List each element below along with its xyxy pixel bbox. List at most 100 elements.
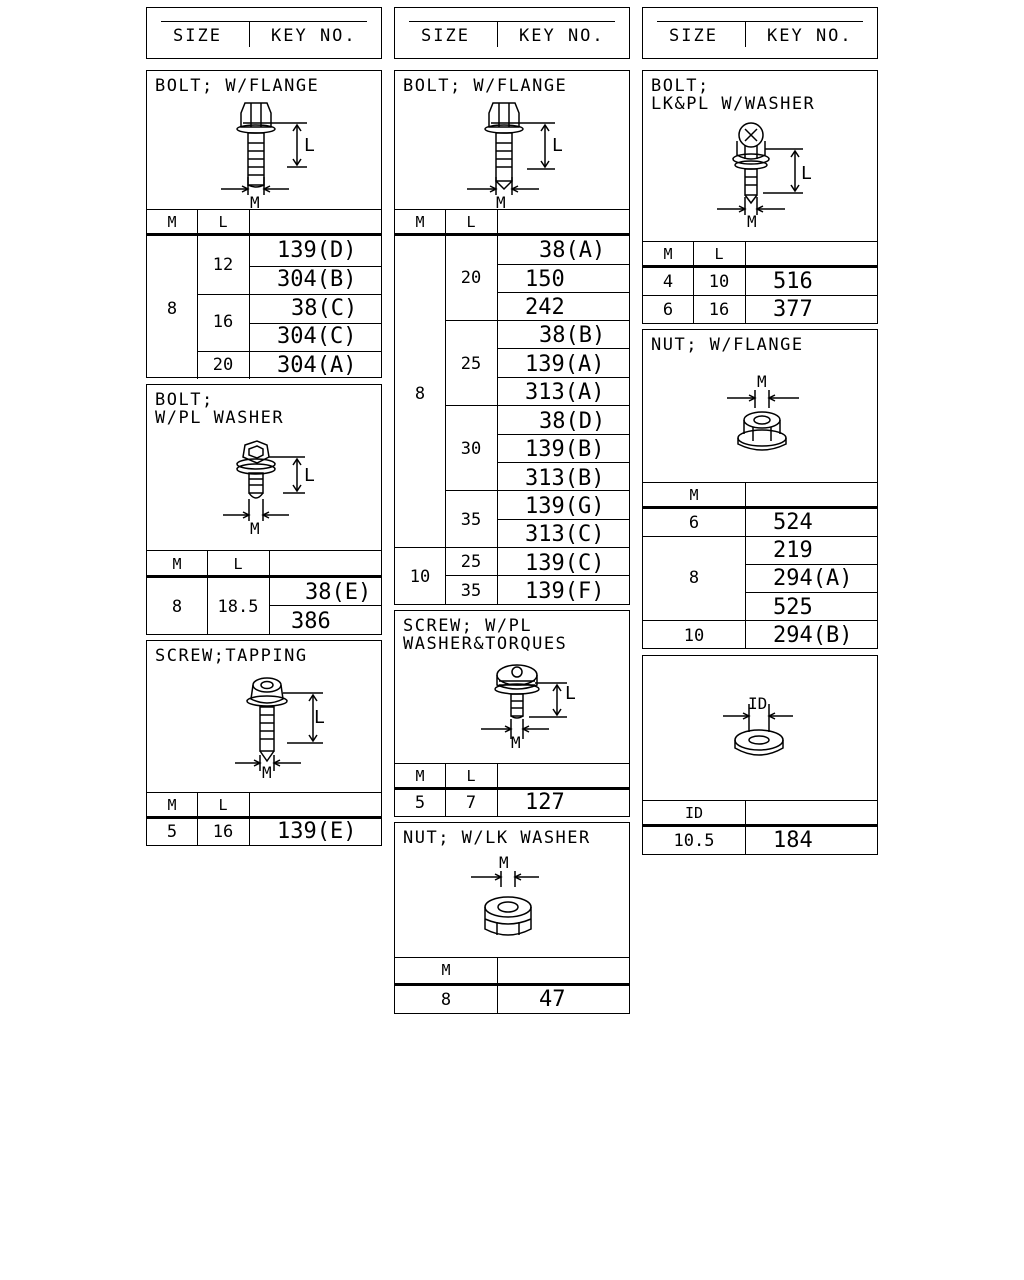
key-no: 313(A) xyxy=(525,380,605,405)
cell-m: 8 xyxy=(688,568,700,588)
size-header-col1: SIZE KEY NO. xyxy=(146,7,382,59)
col-m: M xyxy=(415,767,425,785)
cell-l: 7 xyxy=(465,793,477,813)
torx-screw-illustration xyxy=(475,659,585,759)
cell-l: 16 xyxy=(708,300,730,320)
col-l: L xyxy=(466,767,476,785)
key-no: 219 xyxy=(773,538,813,563)
part-nut-flange: NUT; W/FLANGE M M 6 8 10 524 219 294(A) … xyxy=(642,329,878,649)
key-no: 38(C) xyxy=(291,296,358,321)
key-no: 294(B) xyxy=(773,623,853,648)
dim-id-label: ID xyxy=(748,694,768,713)
key-no: 294(A) xyxy=(773,566,853,591)
col-m: M xyxy=(689,486,699,504)
col-m: M xyxy=(441,961,451,979)
key-no: 304(B) xyxy=(277,267,357,292)
col-m: M xyxy=(663,245,673,263)
key-no: 47 xyxy=(539,987,566,1012)
part-title: SCREW;TAPPING xyxy=(155,646,308,666)
part-bolt-flange-1: BOLT; W/FLANGE L M M L 8 12 16 20 139(D)… xyxy=(146,70,382,379)
flange-nut-illustration xyxy=(713,386,823,466)
cell-l: 25 xyxy=(460,354,482,374)
key-no: 386 xyxy=(291,609,331,634)
size-header-col2: SIZE KEY NO. xyxy=(394,7,630,59)
key-no: 139(C) xyxy=(525,551,605,576)
key-no: 313(B) xyxy=(525,466,605,491)
part-title-line1: BOLT; xyxy=(155,390,214,410)
key-no: 184 xyxy=(773,828,813,853)
part-title: NUT; W/LK WASHER xyxy=(403,828,591,848)
cell-m: 4 xyxy=(662,272,674,292)
plain-washer-illustration xyxy=(713,696,823,776)
part-bolt-flange-2: BOLT; W/FLANGE L M M L 8 10 20 xyxy=(394,70,630,605)
cell-m: 8 xyxy=(171,597,183,617)
key-no: 139(E) xyxy=(277,819,357,844)
cell-id: 10.5 xyxy=(673,831,715,851)
cell-l: 35 xyxy=(460,581,482,601)
key-no-label: KEY NO. xyxy=(271,26,357,46)
flange-bolt-illustration xyxy=(455,99,575,209)
part-title-line2: W/PL WASHER xyxy=(155,408,285,428)
key-no: 150 xyxy=(525,267,565,292)
cell-l: 35 xyxy=(460,510,482,530)
part-bolt-lk-pl-washer: BOLT; LK&PL W/WASHER L M M L 4 10 516 6 … xyxy=(642,70,878,324)
cell-m: 6 xyxy=(662,300,674,320)
part-title: BOLT; W/FLANGE xyxy=(403,76,568,96)
key-no: 304(C) xyxy=(277,324,357,349)
col-l: L xyxy=(714,245,724,263)
cell-m: 8 xyxy=(414,384,426,404)
dim-m-label: M xyxy=(757,372,767,391)
dim-m-label: M xyxy=(499,853,509,872)
cell-m: 5 xyxy=(414,793,426,813)
part-title-line2: WASHER&TORQUES xyxy=(403,634,568,654)
key-no: 139(A) xyxy=(525,352,605,377)
size-label: SIZE xyxy=(421,26,470,46)
dim-l-label: L xyxy=(565,683,576,704)
size-header-col3: SIZE KEY NO. xyxy=(642,7,878,59)
cell-l: 12 xyxy=(212,255,234,275)
part-screw-tapping: SCREW;TAPPING L M M L 5 16 139(E) xyxy=(146,640,382,846)
col-l: L xyxy=(466,213,476,231)
size-label: SIZE xyxy=(173,26,222,46)
col-m: M xyxy=(415,213,425,231)
cell-l: 20 xyxy=(212,355,234,375)
size-label: SIZE xyxy=(669,26,718,46)
col-m: M xyxy=(167,213,177,231)
key-no: 38(A) xyxy=(539,238,606,263)
cell-l: 10 xyxy=(708,272,730,292)
dim-l-label: L xyxy=(801,163,812,184)
dim-m-label: M xyxy=(250,193,260,212)
col-id: ID xyxy=(684,804,704,822)
cell-l: 20 xyxy=(460,268,482,288)
key-no: 38(D) xyxy=(539,409,606,434)
key-no: 242 xyxy=(525,295,565,320)
cell-m: 10 xyxy=(683,626,705,646)
dim-l-label: L xyxy=(314,707,325,728)
washer-bolt-illustration xyxy=(217,437,327,537)
dim-l-label: L xyxy=(552,135,563,156)
key-no: 525 xyxy=(773,595,813,620)
part-title-line1: SCREW; W/PL xyxy=(403,616,533,636)
key-no: 516 xyxy=(773,269,813,294)
cell-m: 10 xyxy=(409,567,431,587)
cell-l: 25 xyxy=(460,552,482,572)
lock-washer-bolt-illustration xyxy=(709,121,829,231)
dim-m-label: M xyxy=(511,733,521,752)
cell-l: 16 xyxy=(212,822,234,842)
key-no: 139(G) xyxy=(525,494,605,519)
cell-l: 16 xyxy=(212,312,234,332)
dim-l-label: L xyxy=(304,465,315,486)
cell-l: 18.5 xyxy=(217,597,259,617)
part-bolt-pl-washer: BOLT; W/PL WASHER L M M L 8 18.5 38(E) 3… xyxy=(146,384,382,635)
lock-nut-illustration xyxy=(465,867,575,947)
key-no: 139(F) xyxy=(525,579,605,604)
key-no: 139(B) xyxy=(525,437,605,462)
col-m: M xyxy=(167,796,177,814)
key-no: 313(C) xyxy=(525,522,605,547)
part-title: NUT; W/FLANGE xyxy=(651,335,804,355)
key-no-label: KEY NO. xyxy=(519,26,605,46)
part-screw-torques: SCREW; W/PL WASHER&TORQUES L M M L 5 7 1… xyxy=(394,610,630,817)
col-l: L xyxy=(233,555,243,573)
part-washer: ID ID 10.5 184 xyxy=(642,655,878,855)
cell-m: 6 xyxy=(688,513,700,533)
